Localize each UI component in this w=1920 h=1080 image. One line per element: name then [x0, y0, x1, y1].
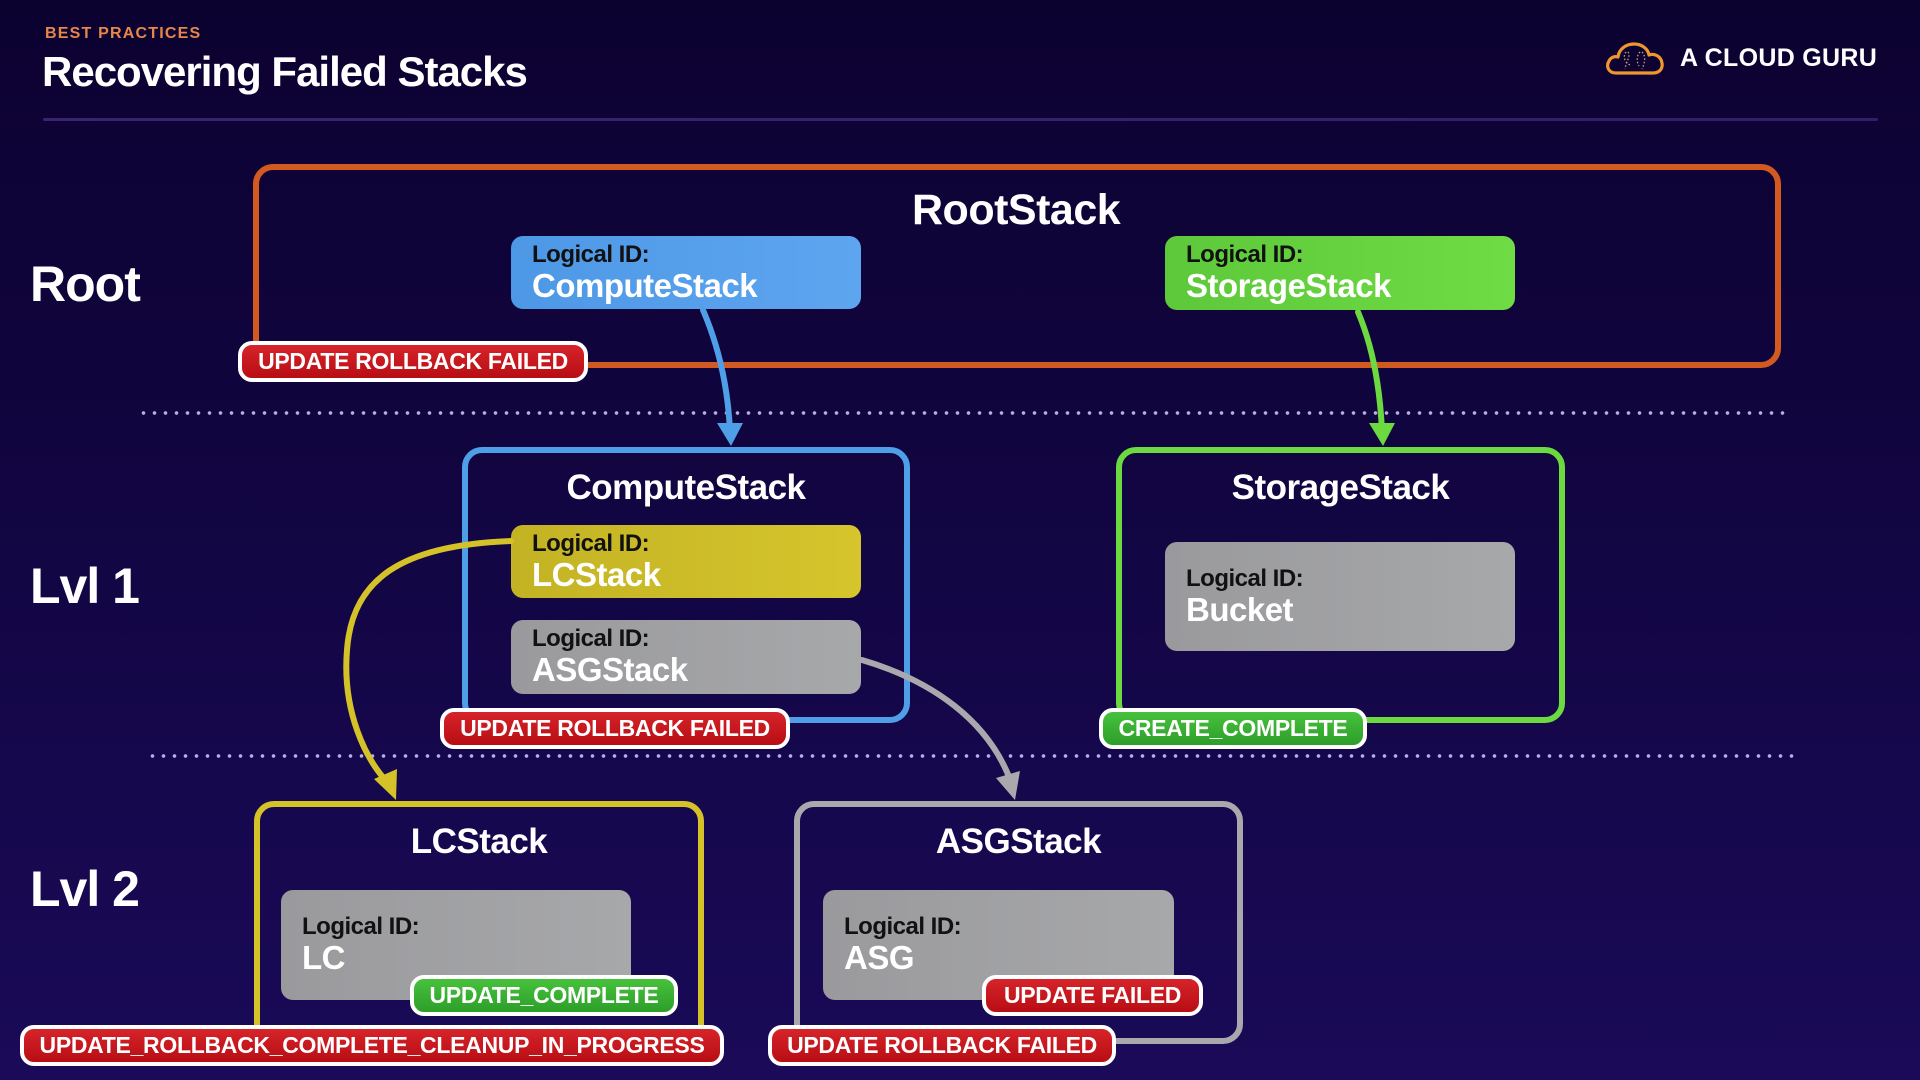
status-badge-root: UPDATE ROLLBACK FAILED — [238, 341, 588, 382]
status-badge-compute: UPDATE ROLLBACK FAILED — [440, 708, 790, 749]
status-badge-lcstack: UPDATE_ROLLBACK_COMPLETE_CLEANUP_IN_PROG… — [20, 1025, 724, 1066]
lc-stack-title: LCStack — [410, 822, 548, 861]
logical-id-label: Logical ID: — [532, 241, 650, 268]
status-badge-asg-resource: UPDATE FAILED — [982, 975, 1203, 1016]
compute-stack-title: ComputeStack — [566, 468, 806, 507]
arrow-head-computestack — [717, 423, 743, 446]
level-label-lvl1: Lvl 1 — [30, 558, 140, 614]
storage-stack-title: StorageStack — [1231, 468, 1450, 507]
root-stack-container[interactable] — [253, 164, 1781, 368]
logical-id-value: LC — [302, 939, 346, 977]
logical-id-value: LCStack — [532, 556, 661, 594]
logical-id-label: Logical ID: — [532, 625, 650, 652]
logical-id-label: Logical ID: — [302, 913, 420, 940]
logical-id-bucket[interactable]: Logical ID: Bucket — [1165, 542, 1515, 651]
section-eyebrow: BEST PRACTICES — [45, 25, 202, 42]
level-label-root: Root — [30, 256, 141, 312]
logical-id-lcstack[interactable]: Logical ID: LCStack — [511, 525, 861, 598]
logical-id-value: StorageStack — [1186, 267, 1391, 305]
status-badge-lc-resource: UPDATE_COMPLETE — [410, 975, 678, 1016]
root-stack-title: RootStack — [912, 186, 1121, 234]
logical-id-value: ASG — [844, 939, 915, 977]
status-badge-asgstack: UPDATE ROLLBACK FAILED — [768, 1025, 1116, 1066]
level-label-lvl2: Lvl 2 — [30, 861, 140, 917]
logical-id-storagestack[interactable]: Logical ID: StorageStack — [1165, 236, 1515, 310]
arrow-head-lcstack — [374, 769, 397, 800]
brand-name: A CLOUD GURU — [1680, 43, 1878, 72]
page-title: Recovering Failed Stacks — [42, 48, 528, 95]
logical-id-label: Logical ID: — [844, 913, 962, 940]
header-divider — [43, 118, 1878, 121]
logical-id-asgstack[interactable]: Logical ID: ASGStack — [511, 620, 861, 694]
arrow-head-asgstack — [996, 771, 1020, 800]
level-separator-2 — [147, 754, 1797, 758]
logical-id-label: Logical ID: — [1186, 241, 1304, 268]
logical-id-value: ComputeStack — [532, 267, 758, 305]
logical-id-label: Logical ID: — [532, 530, 650, 557]
logical-id-value: ASGStack — [532, 651, 688, 689]
logical-id-value: Bucket — [1186, 591, 1294, 629]
logical-id-computestack[interactable]: Logical ID: ComputeStack — [511, 236, 861, 309]
asg-stack-title: ASGStack — [935, 822, 1102, 861]
arrow-head-storagestack — [1369, 423, 1395, 446]
level-separator-1 — [138, 411, 1788, 415]
cloud-guru-logo-icon — [1606, 42, 1664, 75]
logical-id-label: Logical ID: — [1186, 565, 1304, 592]
brand-logo: A CLOUD GURU — [1604, 38, 1877, 78]
logical-id-lc[interactable]: Logical ID: LC — [281, 890, 631, 1000]
status-badge-storage: CREATE_COMPLETE — [1099, 708, 1367, 749]
